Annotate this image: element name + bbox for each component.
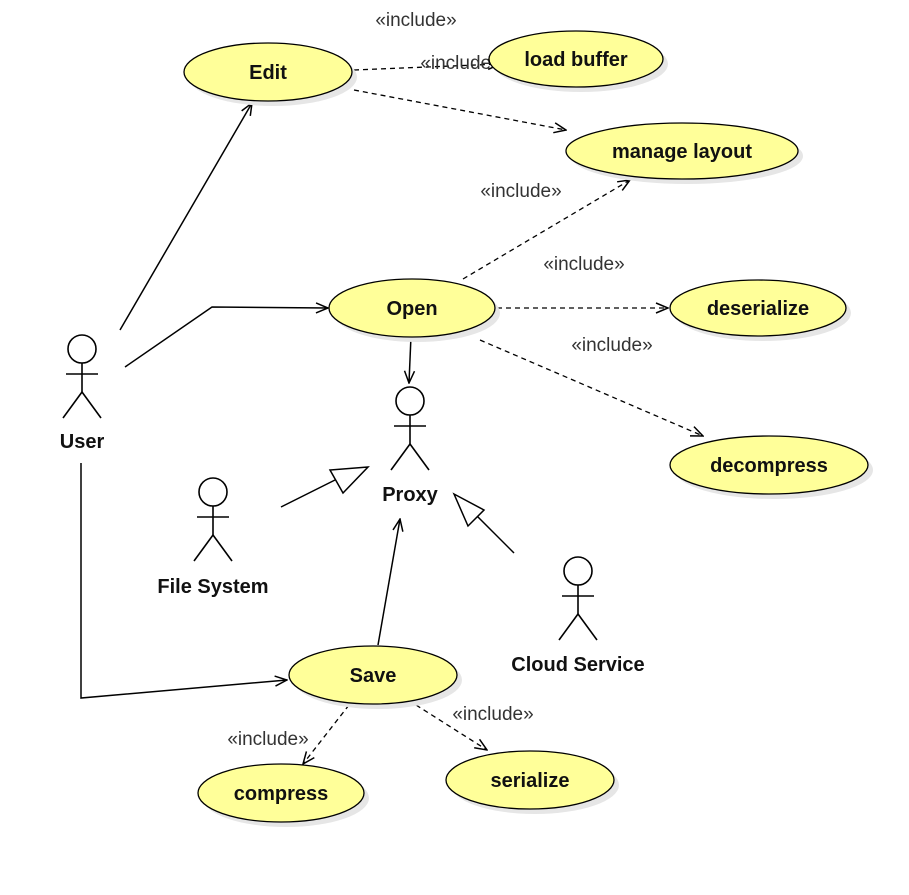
use-case-label: manage layout [612,141,752,163]
use-case-manage-layout[interactable]: manage layout [565,122,803,184]
use-case-edit[interactable]: Edit [183,42,357,106]
actor-label: User [60,431,105,453]
stereotype-open-managelayout: «include» [480,181,561,202]
include-edit-loadbuffer [353,64,500,71]
assoc-user-edit [119,103,252,331]
actor-label: File System [157,576,268,598]
use-case-deserialize[interactable]: deserialize [669,279,851,341]
actor-proxy[interactable]: Proxy [382,386,439,506]
use-case-label: deserialize [707,298,809,320]
use-case-open[interactable]: Open [328,278,500,342]
generalization-cloudservice-proxy [452,492,515,554]
actor-user[interactable]: User [60,334,105,453]
stereotype-save-compress: «include» [227,729,308,750]
stereotype-edit-loadbuffer: «include» [420,53,501,74]
generalization-filesystem-proxy [280,466,370,508]
assoc-open-proxy [409,335,411,383]
use-case-label: Save [350,665,397,687]
use-case-compress[interactable]: compress [197,763,369,827]
actor-label: Cloud Service [511,654,644,676]
include-edit-managelayout [353,89,566,130]
assoc-user-open [124,307,328,368]
use-case-label: load buffer [524,49,628,71]
assoc-user-save [80,463,287,699]
actor-cloud-service[interactable]: Cloud Service [511,556,645,676]
stereotype-open-deserialize: «include» [543,254,624,275]
use-case-label: compress [234,783,329,805]
use-case-label: serialize [491,770,570,792]
use-case-label: Open [386,298,437,320]
use-case-load-buffer[interactable]: load buffer [488,30,668,92]
use-case-decompress[interactable]: decompress [669,435,873,499]
use-case-serialize[interactable]: serialize [445,750,619,814]
include-save-compress [303,704,350,764]
use-case-label: Edit [249,62,287,84]
actor-label: Proxy [382,484,438,506]
stereotype-open-decompress: «include» [571,335,652,356]
actor-file-system[interactable]: File System [157,477,269,598]
stereotype-save-serialize: «include» [452,704,533,725]
stereotype-edit-managelayout: «include» [375,10,456,31]
include-open-decompress [479,339,703,436]
use-case-save[interactable]: Save [288,645,462,709]
assoc-save-proxy [377,519,400,646]
use-case-label: decompress [710,455,828,477]
